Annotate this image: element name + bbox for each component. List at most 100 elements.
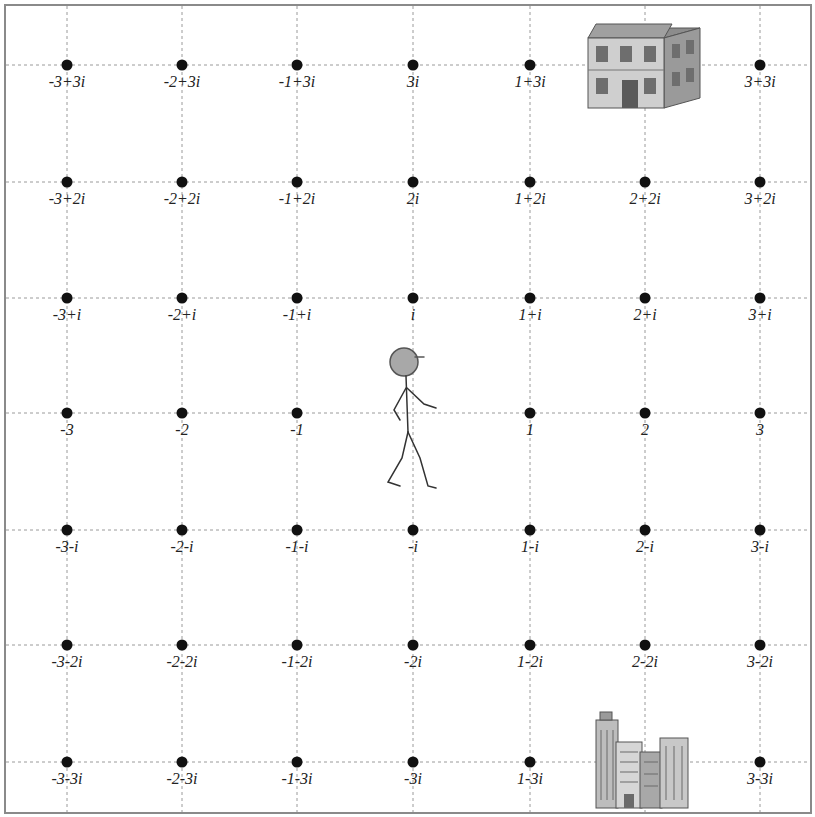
grid-point [525, 757, 536, 768]
grid-point [640, 177, 651, 188]
grid-point [292, 408, 303, 419]
grid-point [408, 293, 419, 304]
complex-number-label: 3+3i [744, 74, 775, 90]
complex-number-label: -3+3i [49, 74, 86, 90]
complex-number-label: 3i [407, 74, 419, 90]
complex-number-label: -2-3i [166, 771, 197, 787]
complex-number-label: 3+2i [744, 191, 775, 207]
complex-number-label: 2+i [633, 307, 656, 323]
complex-number-label: 3-2i [747, 654, 773, 670]
grid-point [292, 177, 303, 188]
grid-point [177, 293, 188, 304]
complex-number-label: -3-i [55, 539, 78, 555]
complex-number-label: 2-2i [632, 654, 658, 670]
complex-number-label: -1+3i [279, 74, 316, 90]
complex-number-label: 1-3i [517, 771, 543, 787]
grid-point [177, 60, 188, 71]
house-icon [588, 24, 700, 108]
grid-point [755, 525, 766, 536]
walking-person [388, 348, 436, 488]
grid-point [755, 757, 766, 768]
complex-number-label: 1+3i [514, 74, 545, 90]
complex-number-label: 2+2i [629, 191, 660, 207]
grid-point [408, 60, 419, 71]
grid-point [755, 293, 766, 304]
grid-point [525, 525, 536, 536]
complex-number-label: -2-2i [166, 654, 197, 670]
grid-point [62, 757, 73, 768]
grid-lines [6, 6, 810, 812]
grid-point [408, 640, 419, 651]
grid-point [755, 640, 766, 651]
grid-point [177, 640, 188, 651]
complex-number-label: 3-3i [747, 771, 773, 787]
frame [5, 5, 811, 813]
complex-number-label: 3+i [748, 307, 771, 323]
grid-point [177, 408, 188, 419]
grid-point [525, 640, 536, 651]
complex-number-label: 3-i [751, 539, 769, 555]
complex-number-label: 2 [641, 422, 649, 438]
grid-point [62, 293, 73, 304]
complex-number-label: -i [408, 539, 418, 555]
grid-point [62, 640, 73, 651]
complex-number-label: 1+i [518, 307, 541, 323]
grid-point [292, 757, 303, 768]
complex-number-label: 2i [407, 191, 419, 207]
complex-number-label: -3 [60, 422, 73, 438]
grid-point [640, 293, 651, 304]
grid-point [177, 525, 188, 536]
grid-point [525, 293, 536, 304]
complex-number-label: -2 [175, 422, 188, 438]
complex-number-label: -2+i [168, 307, 197, 323]
complex-number-label: -2i [404, 654, 422, 670]
grid-point [755, 408, 766, 419]
complex-number-label: -1-3i [281, 771, 312, 787]
complex-number-label: -1-i [285, 539, 308, 555]
complex-number-label: -3+i [53, 307, 82, 323]
complex-number-label: -1+i [283, 307, 312, 323]
grid-point [177, 757, 188, 768]
grid-point [640, 408, 651, 419]
grid-point [292, 525, 303, 536]
complex-number-label: -3+2i [49, 191, 86, 207]
grid-point [62, 60, 73, 71]
grid-line [413, 6, 414, 812]
complex-number-label: -1 [290, 422, 303, 438]
grid-point [408, 757, 419, 768]
grid-point [525, 177, 536, 188]
complex-number-label: -3i [404, 771, 422, 787]
grid-point [62, 177, 73, 188]
grid-point [640, 640, 651, 651]
complex-number-label: 1 [526, 422, 534, 438]
complex-number-label: -1+2i [279, 191, 316, 207]
grid-point [292, 293, 303, 304]
grid-point [177, 177, 188, 188]
complex-number-label: -2+3i [164, 74, 201, 90]
complex-number-label: -2-i [170, 539, 193, 555]
complex-number-label: 1-i [521, 539, 539, 555]
grid-point [292, 640, 303, 651]
grid-point [755, 177, 766, 188]
grid-point [62, 408, 73, 419]
grid-point [408, 177, 419, 188]
complex-number-label: i [411, 307, 415, 323]
complex-number-label: -3-2i [51, 654, 82, 670]
grid-point [408, 525, 419, 536]
grid-points [62, 60, 766, 768]
city-buildings-icon [596, 712, 688, 808]
grid-point [62, 525, 73, 536]
grid-point [292, 60, 303, 71]
grid-point [525, 408, 536, 419]
complex-number-label: 2-i [636, 539, 654, 555]
complex-number-label: 1+2i [514, 191, 545, 207]
complex-number-label: -2+2i [164, 191, 201, 207]
grid-point [755, 60, 766, 71]
grid-point [525, 60, 536, 71]
complex-number-label: -3-3i [51, 771, 82, 787]
complex-number-label: 1-2i [517, 654, 543, 670]
grid-point [640, 525, 651, 536]
complex-number-label: -1-2i [281, 654, 312, 670]
